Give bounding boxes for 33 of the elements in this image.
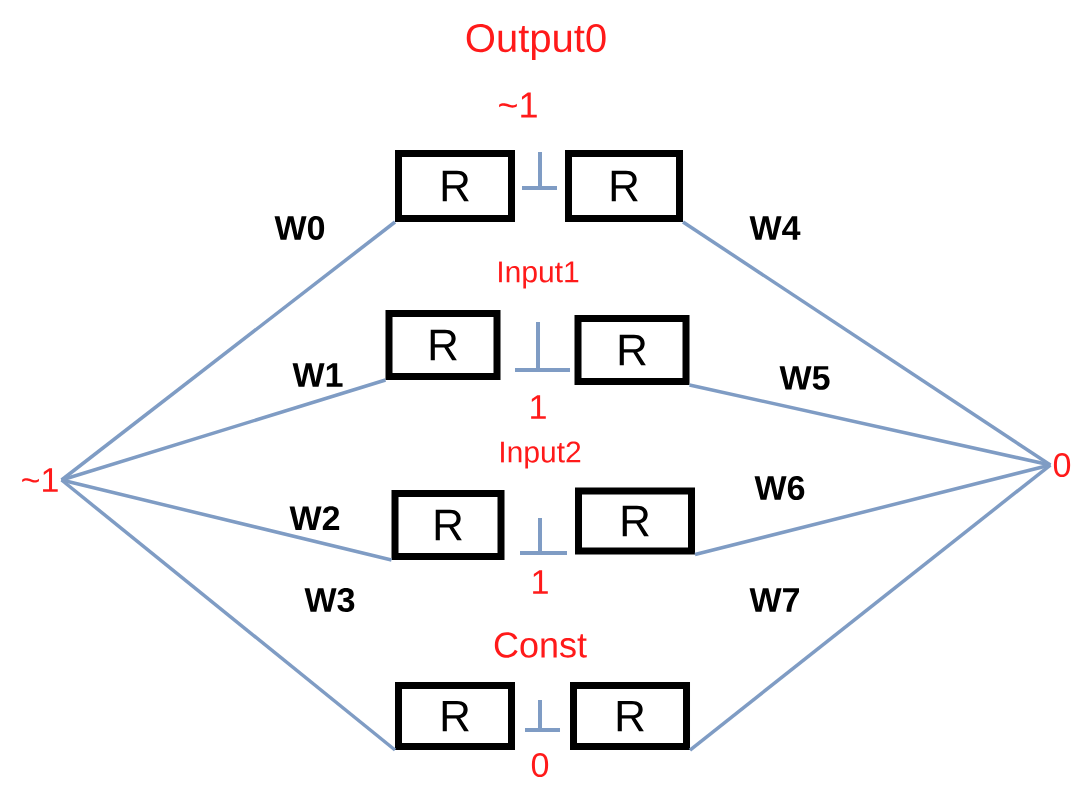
weight-label: W2 bbox=[288, 505, 342, 531]
resistor-box: R bbox=[391, 490, 505, 560]
resistor-box: R bbox=[385, 310, 501, 380]
signal-label: ~1 bbox=[499, 92, 537, 118]
resistor-box: R bbox=[570, 682, 690, 750]
weight-label: W5 bbox=[778, 365, 832, 391]
terminal-label: ~1 bbox=[22, 468, 58, 492]
weight-label: W3 bbox=[303, 586, 357, 614]
signal-label: Const bbox=[494, 632, 587, 658]
wire bbox=[60, 478, 397, 752]
terminal-label: 0 bbox=[1053, 452, 1071, 478]
wire bbox=[61, 478, 392, 562]
weight-label: W0 bbox=[273, 214, 327, 242]
wire bbox=[689, 383, 1051, 467]
resistor-box: R bbox=[575, 487, 695, 555]
signal-label: 1 bbox=[531, 395, 546, 419]
weight-label: W7 bbox=[748, 587, 802, 613]
wire bbox=[61, 378, 387, 482]
wire bbox=[694, 463, 1051, 557]
weight-label: W1 bbox=[291, 362, 345, 388]
resistor-box: R bbox=[395, 682, 515, 750]
resistor-box: R bbox=[565, 150, 683, 222]
signal-label: Output0 bbox=[466, 23, 606, 61]
weight-label: W4 bbox=[748, 215, 802, 241]
signal-label: Input2 bbox=[501, 441, 581, 469]
wire bbox=[688, 463, 1052, 752]
resistor-box: R bbox=[574, 315, 690, 385]
weight-label: W6 bbox=[753, 474, 807, 502]
signal-label: Input1 bbox=[499, 261, 579, 289]
wire bbox=[682, 220, 1052, 467]
resistor-box: R bbox=[395, 150, 515, 222]
signal-label: 1 bbox=[533, 570, 548, 594]
signal-label: 0 bbox=[531, 752, 549, 778]
